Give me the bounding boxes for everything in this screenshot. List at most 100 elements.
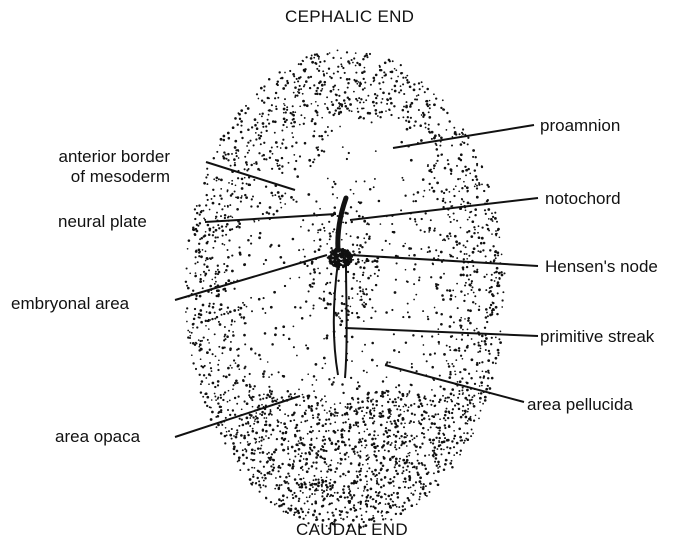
stipple-dot <box>260 358 262 360</box>
stipple-dot <box>220 303 223 306</box>
stipple-dot <box>262 376 264 378</box>
stipple-dot <box>431 138 433 140</box>
stipple-dot <box>410 487 412 489</box>
stipple-dot <box>332 514 335 517</box>
stipple-dot <box>245 105 247 107</box>
stipple-dot <box>367 277 370 280</box>
stipple-dot <box>339 452 341 454</box>
stipple-dot <box>433 93 435 95</box>
stipple-dot <box>268 452 270 454</box>
stipple-dot <box>449 447 451 449</box>
stipple-dot <box>341 436 343 438</box>
stipple-dot <box>319 80 322 83</box>
stipple-dot <box>269 424 272 427</box>
stipple-dot <box>206 183 208 185</box>
stipple-dot <box>418 279 420 281</box>
stipple-dot <box>233 453 235 455</box>
stipple-dot <box>315 516 317 518</box>
stipple-dot <box>326 243 328 245</box>
stipple-dot <box>451 335 453 337</box>
stipple-dot <box>231 438 233 440</box>
stipple-dot <box>270 434 272 436</box>
stipple-dot <box>218 178 220 180</box>
stipple-dot <box>429 250 431 252</box>
stipple-dot <box>243 435 245 437</box>
stipple-dot <box>329 488 332 491</box>
stipple-dot <box>200 255 203 258</box>
stipple-dot <box>319 238 322 241</box>
stipple-dot <box>259 452 261 454</box>
stipple-dot <box>486 321 488 323</box>
stipple-dot <box>485 289 487 291</box>
stipple-dot <box>320 400 322 402</box>
stipple-dot <box>362 260 364 262</box>
stipple-dot <box>300 226 302 228</box>
stipple-dot <box>287 390 290 393</box>
stipple-dot <box>426 103 429 106</box>
stipple-dot <box>347 82 349 84</box>
stipple-dot <box>213 303 215 305</box>
stipple-dot <box>355 515 357 517</box>
stipple-dot <box>319 208 321 210</box>
stipple-dot <box>344 453 347 456</box>
stipple-dot <box>495 230 497 232</box>
stipple-dot <box>349 508 352 511</box>
stipple-dot <box>366 484 368 486</box>
stipple-dot <box>372 403 374 405</box>
stipple-dot <box>379 111 381 113</box>
stipple-dot <box>191 332 193 334</box>
stipple-dot <box>481 361 483 363</box>
stipple-dot <box>344 102 346 104</box>
stipple-dot <box>443 273 445 275</box>
stipple-dot <box>349 490 351 492</box>
stipple-dot <box>312 135 315 138</box>
stipple-dot <box>249 417 251 419</box>
stipple-dot <box>459 324 461 326</box>
stipple-dot <box>239 313 242 316</box>
stipple-dot <box>255 438 257 440</box>
stipple-dot <box>428 111 430 113</box>
stipple-dot <box>418 462 421 465</box>
stipple-dot <box>247 421 249 423</box>
stipple-dot <box>299 404 301 406</box>
stipple-dot <box>338 316 340 318</box>
stipple-dot <box>317 413 320 416</box>
stipple-dot <box>326 96 328 98</box>
stipple-dot <box>317 454 320 457</box>
stipple-dot <box>355 52 357 54</box>
stipple-dot <box>404 422 406 424</box>
stipple-dot <box>444 202 446 204</box>
stipple-dot <box>368 237 371 240</box>
stipple-dot <box>277 191 280 194</box>
stipple-dot <box>501 299 503 301</box>
stipple-dot <box>368 235 370 237</box>
stipple-dot <box>436 464 438 466</box>
stipple-dot <box>327 493 329 495</box>
stipple-dot <box>278 498 280 500</box>
stipple-dot <box>435 143 437 145</box>
stipple-dot <box>204 401 207 404</box>
stipple-dot <box>337 280 339 282</box>
stipple-dot <box>358 432 360 434</box>
stipple-dot <box>385 503 387 505</box>
stipple-dot <box>451 388 454 391</box>
stipple-dot <box>433 190 436 193</box>
stipple-dot <box>263 90 265 92</box>
stipple-dot <box>460 290 462 292</box>
stipple-dot <box>225 427 227 429</box>
stipple-dot <box>223 139 226 142</box>
stipple-dot <box>258 394 260 396</box>
stipple-dot <box>246 402 249 405</box>
stipple-dot <box>393 485 395 487</box>
label-notochord: notochord <box>545 189 621 209</box>
stipple-dot <box>400 85 402 87</box>
stipple-dot <box>237 395 239 397</box>
stipple-dot <box>407 303 409 305</box>
stipple-dot <box>240 109 243 112</box>
stipple-dot <box>399 512 402 515</box>
stipple-dot <box>361 495 363 497</box>
stipple-dot <box>458 242 461 245</box>
stipple-dot <box>421 81 423 83</box>
stipple-dot <box>356 312 358 314</box>
stipple-dot <box>465 416 468 419</box>
